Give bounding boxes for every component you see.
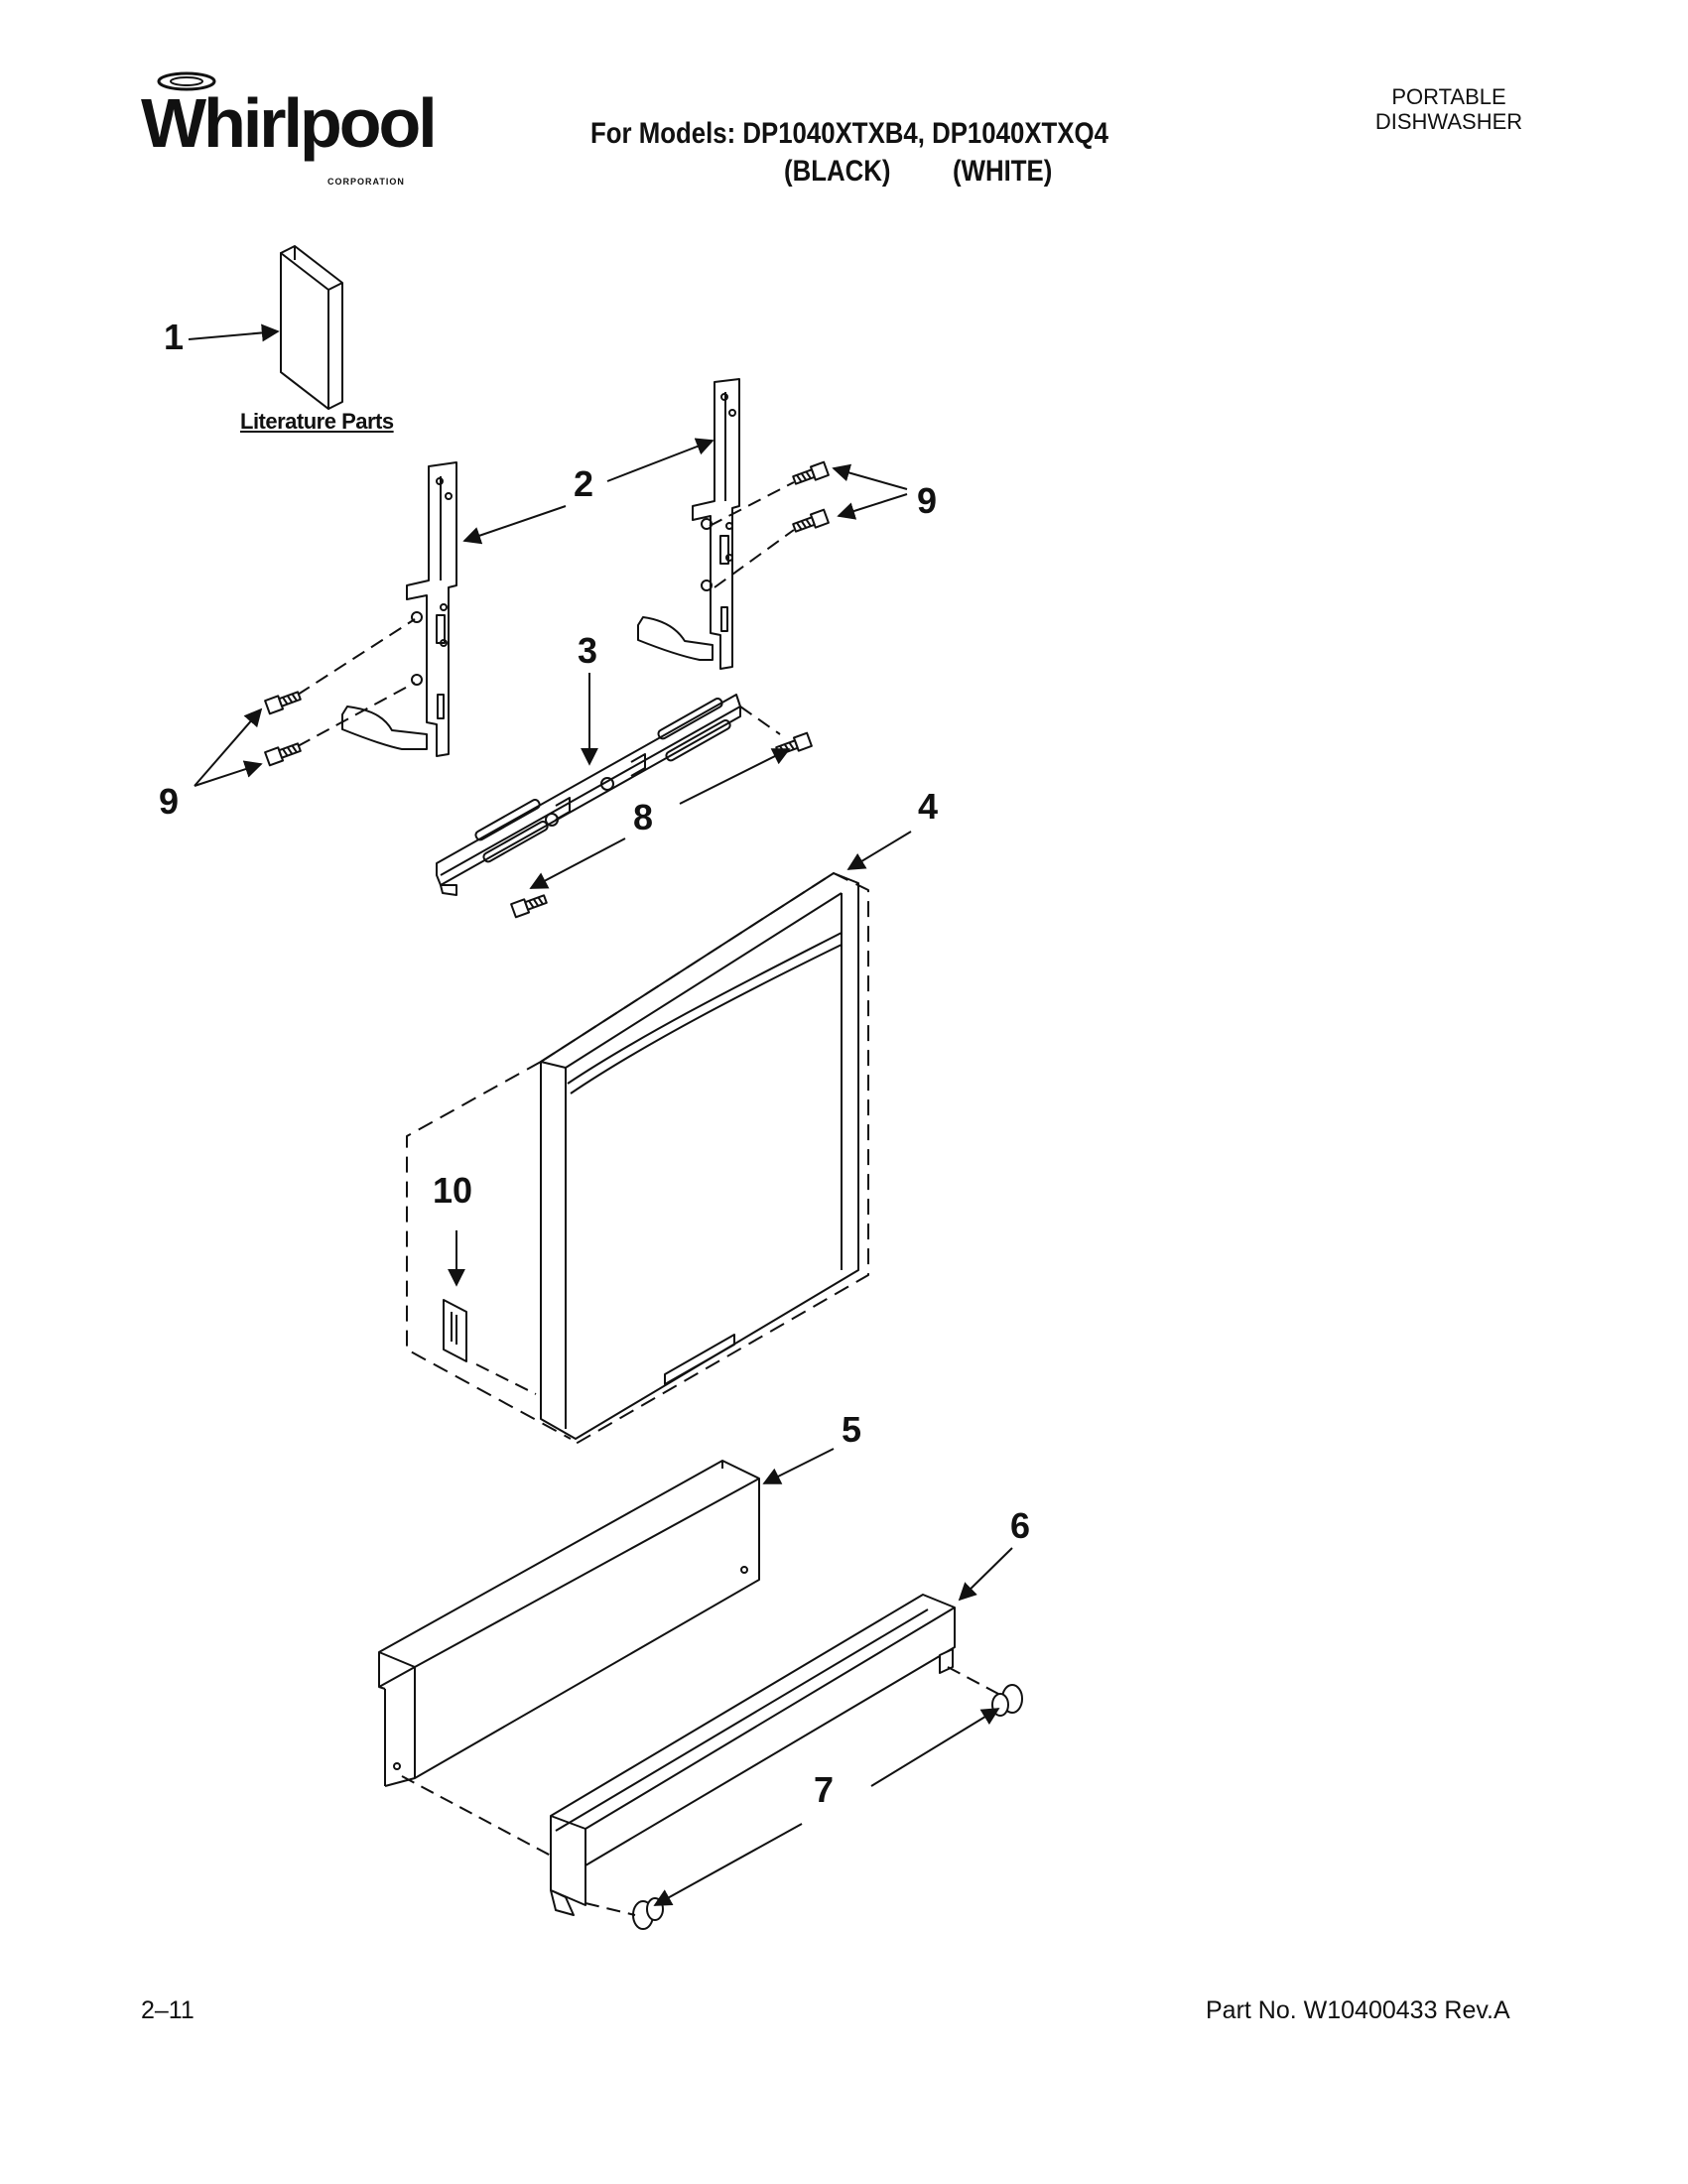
- callout-4: 4: [918, 786, 939, 827]
- whirlpool-logo: Whirlpool CORPORATION: [129, 60, 438, 189]
- category-line-1: PORTABLE: [1391, 84, 1506, 109]
- door-outer-dashed-outline: [406, 872, 869, 1445]
- door-bracket-right-part: [637, 378, 740, 670]
- logo-wordmark: Whirlpool: [141, 84, 438, 162]
- color-black-label: (BLACK): [784, 155, 891, 188]
- assembly-lines-brackets: [297, 481, 795, 747]
- category-line-2: DISHWASHER: [1374, 109, 1523, 134]
- callout-leader-arrows: [188, 323, 1013, 1906]
- literature-parts-label: Literature Parts: [240, 409, 394, 434]
- product-category: PORTABLE DISHWASHER: [1330, 84, 1568, 134]
- screws-part-9: [264, 460, 830, 767]
- callout-6: 6: [1010, 1505, 1031, 1546]
- callout-10: 10: [433, 1170, 473, 1211]
- part-number: Part No. W10400433 Rev.A: [1206, 1996, 1510, 2024]
- hinge-bracket-part: [436, 694, 741, 896]
- callout-7: 7: [814, 1769, 835, 1810]
- logo-corporation: CORPORATION: [327, 177, 405, 187]
- callout-9-left: 9: [159, 781, 180, 822]
- callout-8: 8: [633, 797, 654, 837]
- door-label-part: [443, 1299, 537, 1395]
- callout-2: 2: [574, 463, 594, 504]
- assembly-lines-lower: [401, 1666, 1001, 1916]
- door-panel-part: [540, 872, 859, 1440]
- callout-3: 3: [578, 630, 598, 671]
- color-white-label: (WHITE): [953, 155, 1053, 188]
- access-panel-part: [378, 1460, 760, 1787]
- kick-plate-part: [550, 1594, 956, 1916]
- callout-9-right: 9: [917, 480, 938, 521]
- models-title: For Models: DP1040XTXB4, DP1040XTXQ4: [590, 117, 1108, 150]
- page-number: 2–11: [141, 1996, 195, 2024]
- screws-part-8: [510, 731, 813, 919]
- literature-booklet-part: [280, 245, 343, 410]
- callout-5: 5: [842, 1409, 862, 1450]
- callout-1: 1: [164, 317, 185, 357]
- logo-swoosh-icon: [157, 71, 216, 91]
- door-bracket-left-part: [341, 461, 457, 757]
